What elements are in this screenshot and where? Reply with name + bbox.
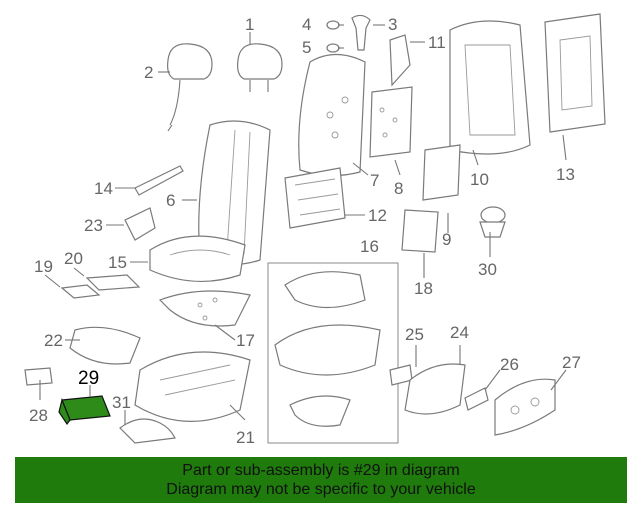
callout-10: 10 xyxy=(470,170,489,189)
tray-part-22 xyxy=(69,326,141,365)
headrest-part-2 xyxy=(167,43,213,132)
callout-2: 2 xyxy=(144,63,153,82)
highlighted-part-29 xyxy=(58,395,111,426)
callout-29: 29 xyxy=(78,368,99,389)
mechanism-part-12 xyxy=(284,167,346,229)
callout-1: 1 xyxy=(245,15,254,34)
callout-9: 9 xyxy=(442,230,451,249)
switch-panel-part-27 xyxy=(494,378,556,436)
bracket-part-23 xyxy=(124,207,156,241)
banner-line-2: Diagram may not be specific to your vehi… xyxy=(166,481,476,498)
callout-27: 27 xyxy=(562,353,581,372)
module-part-28 xyxy=(24,367,53,386)
callout-16: 16 xyxy=(360,237,379,256)
callout-15: 15 xyxy=(108,253,127,272)
switch-part-25 xyxy=(389,364,413,386)
callout-5: 5 xyxy=(302,38,311,57)
callout-21: 21 xyxy=(236,428,255,447)
callout-14: 14 xyxy=(94,179,113,198)
cushion-pad-part-16 xyxy=(274,271,381,427)
lumbar-part-9 xyxy=(422,144,461,201)
callout-22: 22 xyxy=(44,331,63,350)
callout-20: 20 xyxy=(64,249,83,268)
heater-mat-part-17 xyxy=(158,290,251,327)
callout-3: 3 xyxy=(388,15,397,34)
callout-19: 19 xyxy=(34,257,53,276)
callout-11: 11 xyxy=(428,33,446,52)
callout-18: 18 xyxy=(414,279,433,298)
panel-part-8 xyxy=(369,86,413,158)
callout-6: 6 xyxy=(166,191,175,210)
seat-parts-diagram: 1 2 3 4 5 6 7 8 9 10 11 12 13 14 15 16 1… xyxy=(24,13,606,447)
trim-part-14 xyxy=(134,165,184,196)
leader-lines xyxy=(39,24,567,425)
banner-line-1: Part or sub-assembly is #29 in diagram xyxy=(182,462,460,479)
side-shield-part-24 xyxy=(404,363,466,415)
seat-back-pad-part-7 xyxy=(298,53,366,177)
callout-12: 12 xyxy=(368,206,387,225)
knob-part-26 xyxy=(464,387,489,411)
callout-8: 8 xyxy=(394,179,403,198)
cable-part-31 xyxy=(119,418,176,444)
callout-13: 13 xyxy=(556,165,575,184)
guide-part-3 xyxy=(351,14,371,51)
motor-part-30 xyxy=(479,206,506,238)
heater-pad-part-20 xyxy=(85,274,141,291)
sub-assembly-box-16 xyxy=(267,262,399,444)
back-panel-part-13 xyxy=(544,13,606,133)
callout-23: 23 xyxy=(84,216,103,235)
info-banner: Part or sub-assembly is #29 in diagram D… xyxy=(15,457,627,503)
washer-part-5 xyxy=(326,43,340,53)
callout-31: 31 xyxy=(112,393,131,412)
heater-pad-part-19 xyxy=(60,284,101,299)
callout-26: 26 xyxy=(500,355,519,374)
callout-17: 17 xyxy=(236,331,255,350)
callout-25: 25 xyxy=(405,325,424,344)
callout-28: 28 xyxy=(29,406,48,425)
bracket-part-11 xyxy=(389,34,411,87)
callout-30: 30 xyxy=(478,260,497,279)
seat-track-part-21 xyxy=(134,351,251,422)
seat-back-frame-part-10 xyxy=(449,20,531,155)
callout-24: 24 xyxy=(450,323,469,342)
panel-part-18 xyxy=(401,209,439,253)
callout-4: 4 xyxy=(302,15,311,34)
clip-part-4 xyxy=(326,20,340,30)
cushion-cover-part-15 xyxy=(149,235,246,282)
headrest-part-1 xyxy=(237,43,283,92)
callout-7: 7 xyxy=(370,171,379,190)
